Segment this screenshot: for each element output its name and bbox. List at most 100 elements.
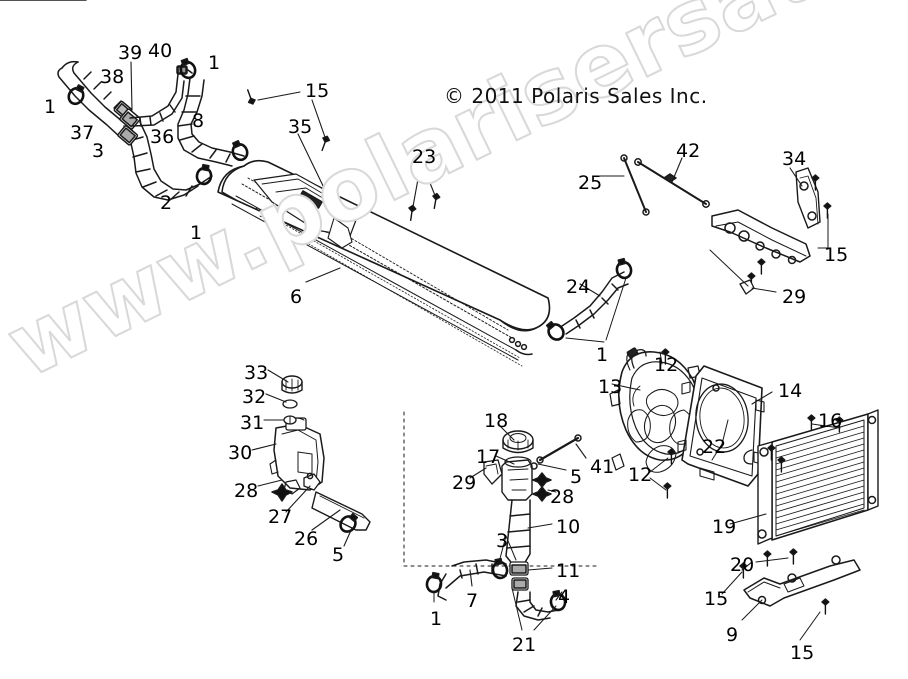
callout-number-15[interactable]: 15: [790, 642, 815, 664]
callout-number-11[interactable]: 11: [556, 560, 581, 582]
callout-number-13[interactable]: 13: [598, 376, 623, 398]
callout-number-16[interactable]: 16: [818, 410, 843, 432]
callout-number-15[interactable]: 15: [704, 588, 729, 610]
bolt-16-a: [807, 414, 816, 431]
reference-outline: [403, 411, 599, 567]
bolt-20: [789, 548, 798, 565]
callout-number-1[interactable]: 1: [44, 96, 57, 118]
callout-number-2[interactable]: 2: [160, 192, 173, 214]
callout-number-8[interactable]: 8: [192, 110, 205, 132]
callout-number-18[interactable]: 18: [484, 410, 509, 432]
callout-number-3[interactable]: 3: [92, 140, 105, 162]
callout-number-28[interactable]: 28: [550, 486, 575, 508]
callout-number-33[interactable]: 33: [244, 362, 269, 384]
leader-5-a: [343, 527, 353, 547]
bolt-15-b: [823, 202, 832, 219]
leader-29-b: [469, 467, 487, 479]
leader-35: [297, 133, 327, 193]
callout-number-15[interactable]: 15: [824, 244, 849, 266]
callout-number-36[interactable]: 36: [150, 126, 175, 148]
leader-15-right: [817, 213, 831, 249]
leader-10: [527, 523, 553, 529]
callout-number-3[interactable]: 3: [496, 530, 509, 552]
callout-number-23[interactable]: 23: [412, 146, 437, 168]
callout-number-12[interactable]: 12: [654, 354, 679, 376]
callout-number-1[interactable]: 1: [596, 344, 609, 366]
callout-number-30[interactable]: 30: [228, 442, 253, 464]
callout-number-9[interactable]: 9: [726, 624, 739, 646]
leader-16: [811, 423, 841, 429]
leader-9: [741, 599, 763, 621]
leader-15-lower: [721, 571, 821, 641]
callout-number-10[interactable]: 10: [556, 516, 581, 538]
hose-24: [561, 271, 629, 335]
clip-29-b: [483, 459, 503, 485]
leader-21: [511, 587, 557, 631]
leader-7: [469, 569, 473, 587]
fan-13: [609, 347, 701, 473]
leader-15-top: [243, 87, 332, 153]
bracket-34: [711, 167, 821, 265]
callout-number-1[interactable]: 1: [430, 608, 443, 630]
leader-26: [311, 509, 341, 531]
callout-number-17[interactable]: 17: [476, 446, 501, 468]
bolt-15-c: [763, 550, 772, 567]
leader-22: [711, 419, 729, 461]
callout-number-40[interactable]: 40: [148, 40, 173, 62]
linkage-42: [634, 158, 710, 208]
leader-32: [265, 393, 287, 403]
callout-number-22[interactable]: 22: [702, 436, 727, 458]
callout-number-38[interactable]: 38: [100, 66, 125, 88]
callout-number-7[interactable]: 7: [466, 590, 479, 612]
leader-39: [130, 61, 133, 111]
hose-8: [177, 77, 245, 167]
callout-number-29[interactable]: 29: [782, 286, 807, 308]
callout-number-24[interactable]: 24: [566, 276, 591, 298]
callout-number-32[interactable]: 32: [242, 386, 267, 408]
hose-37: [0, 0, 137, 139]
leader-34: [789, 167, 803, 187]
callout-number-42[interactable]: 42: [676, 140, 701, 162]
callout-number-15[interactable]: 15: [305, 80, 330, 102]
leader-28-b: [547, 489, 557, 493]
leader-13: [611, 383, 641, 391]
callout-number-26[interactable]: 26: [294, 528, 319, 550]
callout-number-5[interactable]: 5: [570, 466, 583, 488]
callout-number-25[interactable]: 25: [578, 172, 603, 194]
rod-41: [536, 434, 582, 464]
callout-number-41[interactable]: 41: [590, 456, 615, 478]
fitting-3-upper: [119, 108, 141, 130]
callout-number-20[interactable]: 20: [730, 554, 755, 576]
callout-number-34[interactable]: 34: [782, 148, 807, 170]
callout-number-31[interactable]: 31: [240, 412, 265, 434]
leader-6: [305, 267, 341, 283]
hose-36: [129, 73, 185, 127]
cap-18: [502, 430, 534, 454]
callout-number-1[interactable]: 1: [190, 222, 203, 244]
cap-33: [281, 375, 303, 394]
callout-number-12[interactable]: 12: [628, 464, 653, 486]
clamp-24-lower: [542, 317, 568, 344]
leader-1-hose24: [565, 277, 627, 343]
callout-number-29[interactable]: 29: [452, 472, 477, 494]
leader-19: [729, 513, 767, 525]
callout-number-27[interactable]: 27: [268, 506, 293, 528]
callout-number-35[interactable]: 35: [288, 116, 313, 138]
callout-number-1[interactable]: 1: [208, 52, 221, 74]
callout-number-39[interactable]: 39: [118, 42, 143, 64]
leader-12-lower: [649, 457, 669, 491]
callout-number-19[interactable]: 19: [712, 516, 737, 538]
leader-29: [709, 249, 777, 293]
callout-number-5[interactable]: 5: [332, 544, 345, 566]
callout-number-37[interactable]: 37: [70, 122, 95, 144]
callout-number-6[interactable]: 6: [290, 286, 303, 308]
hose-2: [123, 121, 213, 201]
clamp-oil-cooler-in: [227, 137, 251, 164]
callout-number-21[interactable]: 21: [512, 634, 537, 656]
fitting-40: [176, 65, 193, 75]
fitting-27: [303, 472, 321, 491]
callout-number-14[interactable]: 14: [778, 380, 803, 402]
callout-number-28[interactable]: 28: [234, 480, 259, 502]
callout-number-4[interactable]: 4: [558, 586, 571, 608]
